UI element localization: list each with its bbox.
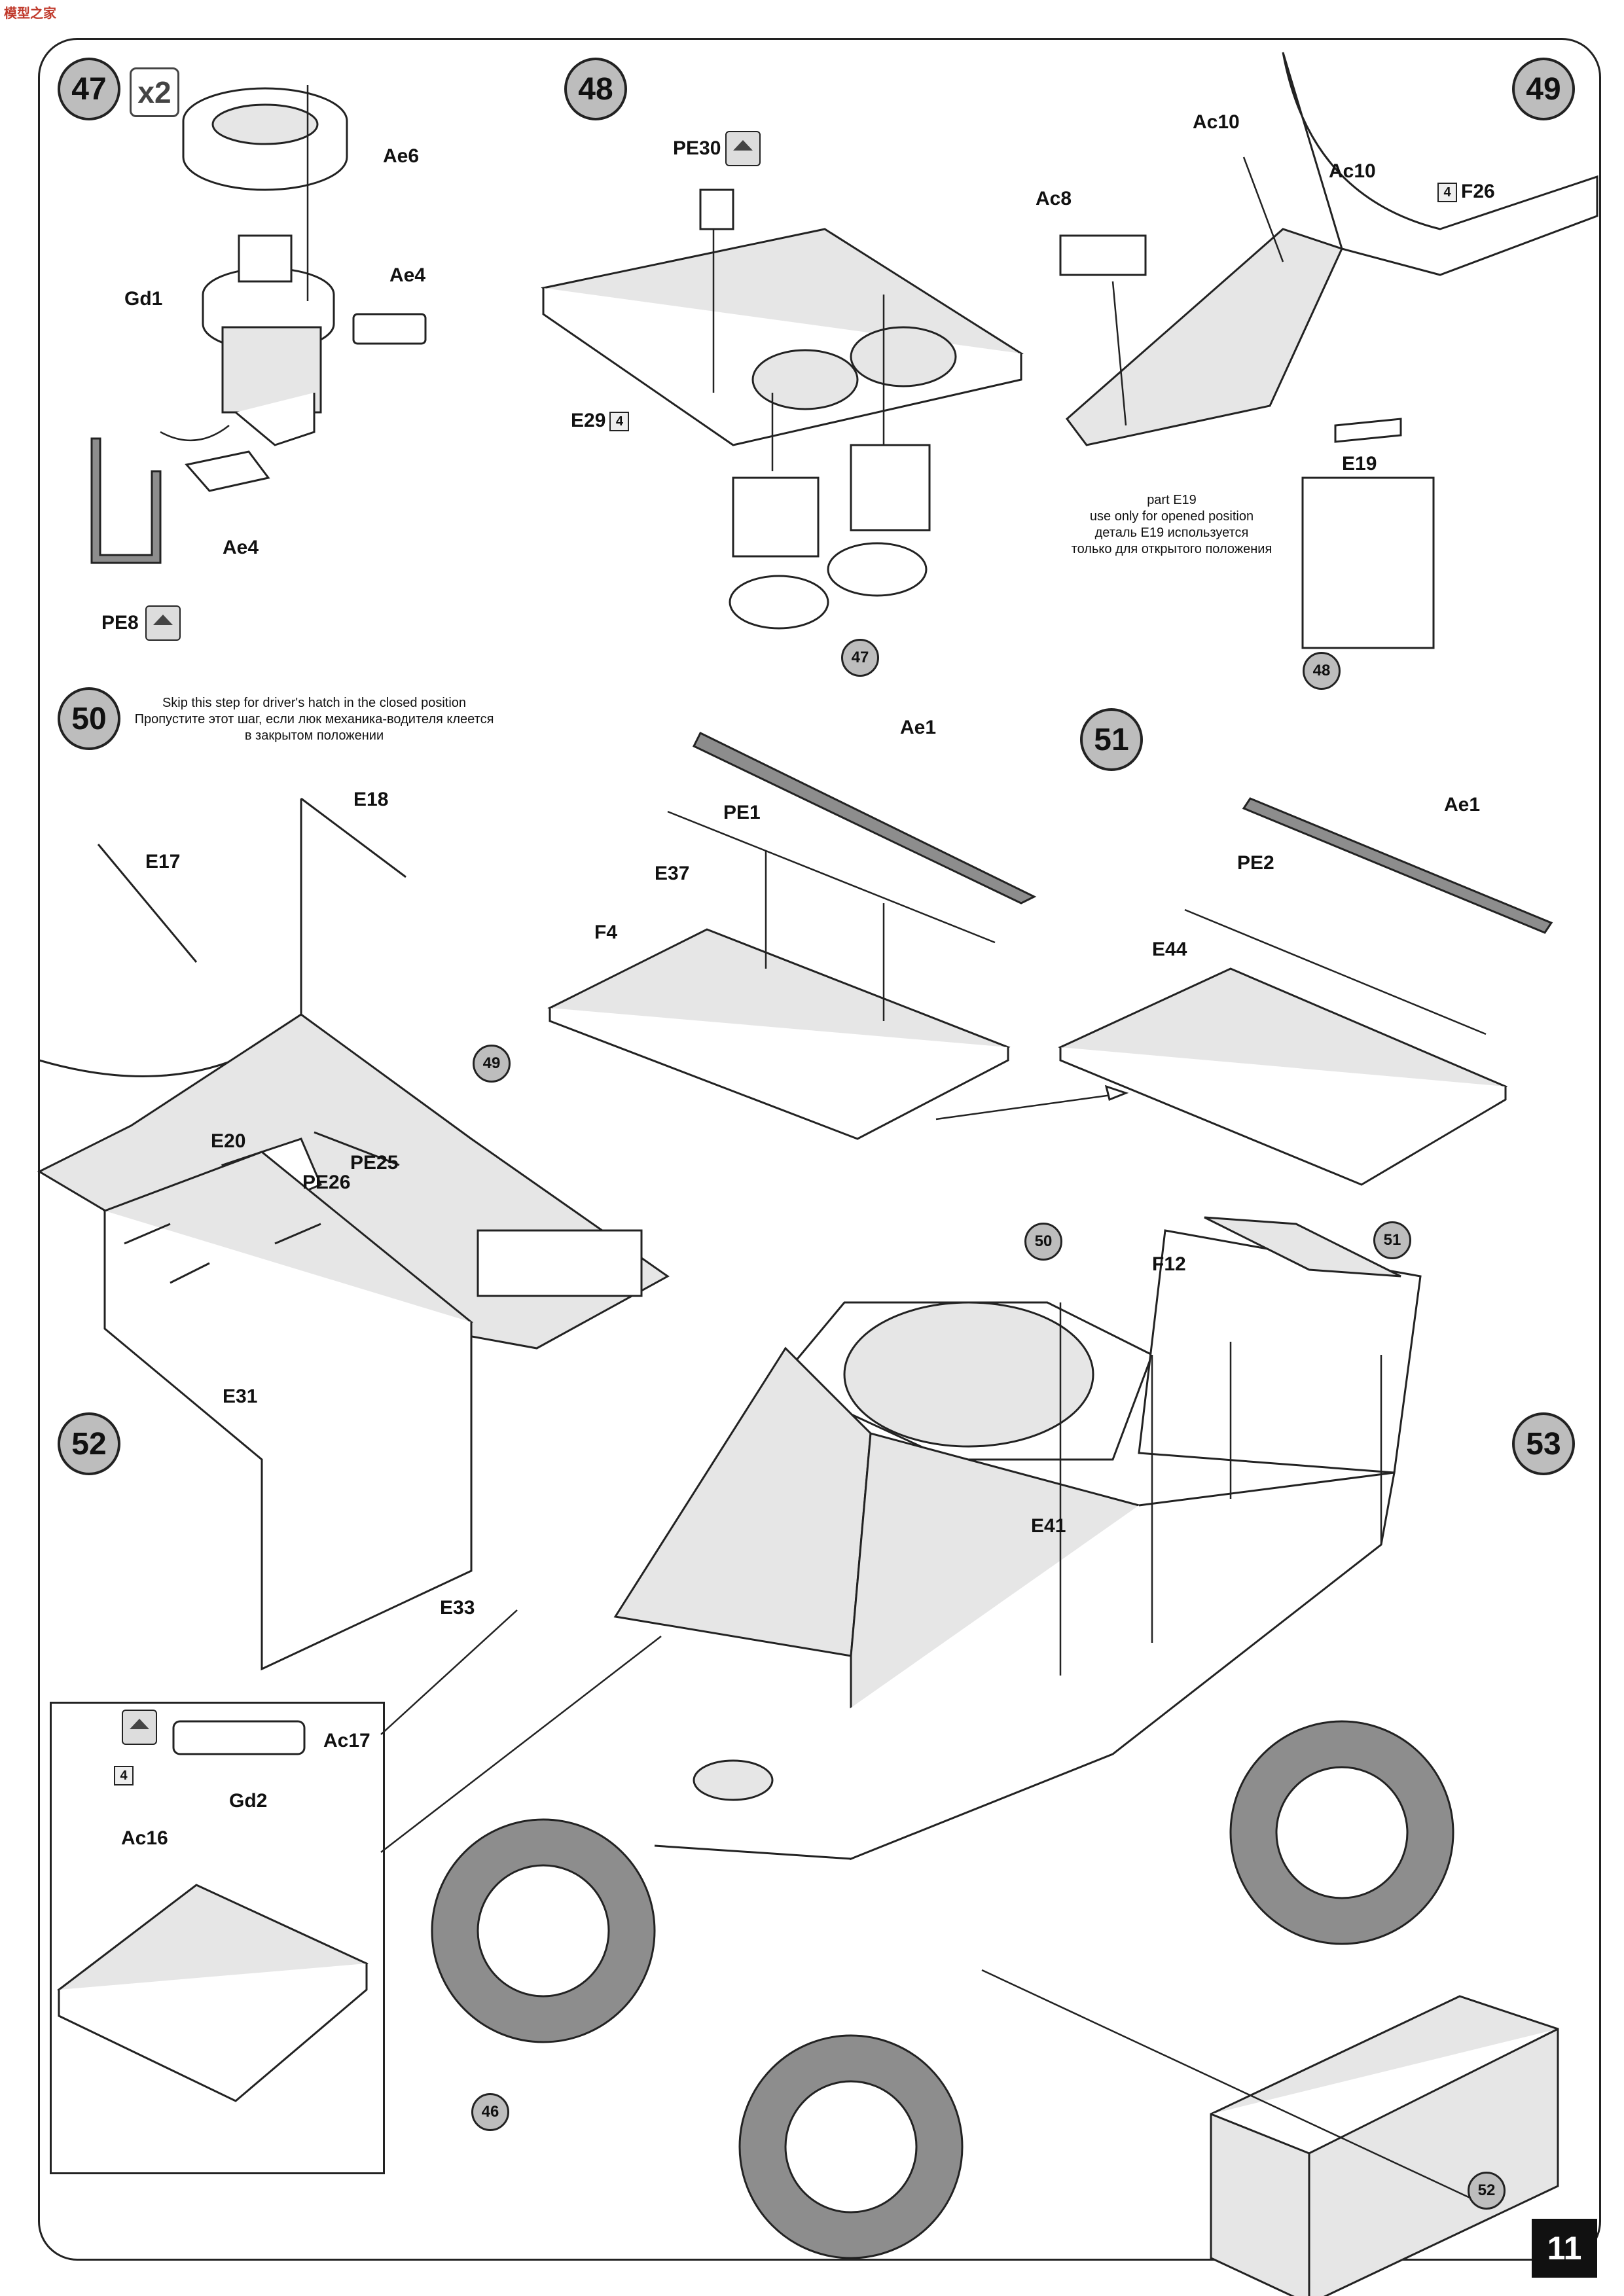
photo-etch-icon [145,605,181,641]
part-label: PE8 [101,612,139,634]
photo-etch-icon [725,131,761,166]
step-51-drawing [935,797,1553,1186]
step-53-number: 53 [1512,1412,1575,1475]
step-51-number: 51 [1080,708,1143,771]
part-label-with-box: 4 [110,1764,137,1786]
clear-part-icon [122,1710,157,1745]
step-reference: 50 [1024,1223,1062,1261]
step-52-number: 52 [58,1412,120,1475]
part-label: Ac8 [1036,188,1072,209]
step-reference: 46 [471,2093,509,2131]
part-label: Ae1 [1444,794,1481,816]
part-label: PE26 [302,1172,351,1193]
step-reference: 52 [1468,2172,1506,2210]
part-label: PE2 [1237,852,1274,874]
part-label: Ae6 [383,145,420,167]
part-label: E31 [223,1386,258,1407]
part-label: F12 [1152,1253,1186,1275]
step-47-drawing [90,85,427,564]
part-label: E33 [440,1597,475,1619]
part-label: E20 [211,1130,246,1152]
step-47-number: 47 [58,58,120,120]
part-label: E44 [1152,939,1187,960]
part-label: PE25 [350,1152,399,1174]
part-label: Ae4 [389,264,426,286]
part-label: E41 [1031,1515,1066,1537]
part-label: PE30 [673,137,721,159]
step-50-note: Skip this step for driver's hatch in the… [134,696,494,743]
part-label: Ae1 [900,717,937,738]
part-label: E17 [145,851,181,872]
step-52-inset [50,1702,385,2174]
multiplier-badge: x2 [130,67,179,117]
part-label: Gd2 [229,1790,268,1812]
step-reference: 51 [1373,1221,1411,1259]
page-frame [38,38,1601,2261]
step-53-drawing [431,1216,1559,2296]
part-label: Gd1 [124,288,163,310]
step-reference: 49 [473,1045,511,1083]
step-reference: 47 [841,639,879,677]
site-logo: 模型之家 [4,7,56,21]
step-49-drawing [1059,52,1598,649]
step-50b-drawing [547,731,1037,1140]
part-label: PE1 [723,802,761,823]
part-label: E19 [1342,453,1377,475]
part-label: Ac10 [1329,160,1376,182]
step-48-drawing [541,188,1024,630]
step-50-number: 50 [58,687,120,750]
part-label: F4 [594,922,618,943]
part-label: Ac17 [323,1730,370,1751]
part-label: Ac16 [121,1827,168,1849]
part-label: Ac10 [1193,111,1240,133]
step-48-number: 48 [564,58,627,120]
part-label: E18 [353,789,389,810]
step-49-note: part E19 use only for opened position де… [1071,493,1272,556]
step-reference: 48 [1303,652,1341,690]
page-number: 11 [1532,2219,1597,2278]
part-label: E37 [655,863,690,884]
step-52-drawing [57,1151,662,2102]
step-49-number: 49 [1512,58,1575,120]
part-label: Ae4 [223,537,259,558]
